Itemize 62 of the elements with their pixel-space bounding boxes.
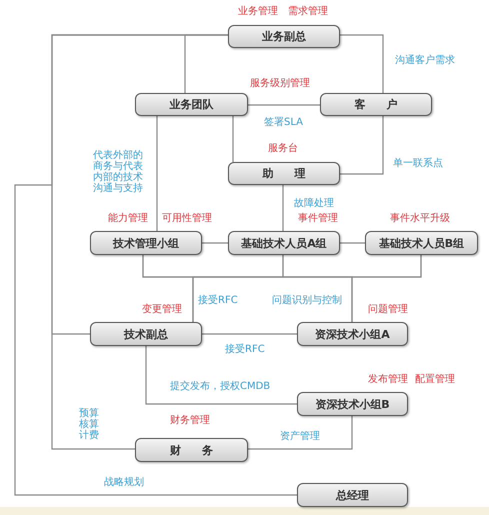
connector-line (145, 346, 297, 405)
role-box (90, 322, 202, 346)
role-title: 基础技术人员B组 (378, 238, 464, 248)
connector-line (202, 242, 228, 244)
edge-label: 接受RFC (225, 344, 265, 356)
role-title: 客 户 (354, 99, 398, 110)
role-box (228, 25, 340, 48)
role-box (365, 231, 478, 255)
edge-label: 故障处理 (294, 198, 334, 210)
role-box (297, 322, 408, 346)
role-title: 基础技术人员A组 (241, 238, 327, 248)
process-label: 服务级别管理 (250, 78, 310, 90)
role-box (297, 483, 408, 507)
role-title: 业务团队 (170, 99, 214, 110)
connector-line (340, 242, 365, 244)
connector-line (282, 185, 284, 231)
connector-line (340, 116, 384, 175)
role-box (135, 93, 248, 116)
role-title: 业务副总 (262, 31, 306, 42)
connector-line (14, 34, 297, 496)
process-label: 问题管理 (368, 304, 408, 316)
role-box (228, 162, 340, 185)
role-title: 财 务 (170, 444, 214, 456)
process-label: 可用性管理 (162, 213, 212, 225)
edge-label: 战略规划 (104, 477, 144, 489)
role-title: 技术管理小组 (113, 238, 179, 248)
edge-label: 签署SLA (264, 117, 303, 129)
connector-line (248, 104, 320, 106)
edge-label: 预算核算计费 (79, 408, 99, 441)
connector-line (248, 416, 353, 450)
connector-line (156, 116, 158, 231)
connector-line (202, 333, 297, 335)
role-box (135, 438, 248, 462)
edge-label: 单一联系点 (393, 158, 443, 170)
process-label: 事件管理 (298, 213, 338, 225)
connector-line (340, 34, 384, 93)
role-title: 资深技术小组B (315, 398, 390, 410)
process-label: 变更管理 (142, 304, 182, 316)
edge-label: 代表外部的商务与代表内部的技术沟通与支持 (93, 150, 143, 194)
role-box (297, 392, 408, 416)
process-label: 需求管理 (288, 6, 328, 18)
process-label: 财务管理 (170, 415, 210, 427)
edge-label: 沟通客户需求 (395, 55, 455, 67)
role-title: 资深技术小组A (315, 328, 390, 340)
process-label: 配置管理 (415, 374, 455, 386)
process-label: 发布管理 (368, 374, 408, 386)
edge-label: 接受RFC (198, 295, 238, 307)
process-label: 服务台 (268, 143, 298, 155)
role-title: 总经理 (336, 490, 369, 500)
role-box (320, 93, 432, 116)
role-title: 技术副总 (124, 328, 168, 340)
edge-label: 问题识别与控制 (272, 295, 342, 307)
edge-label: 资产管理 (280, 431, 320, 443)
process-label: 能力管理 (108, 213, 148, 225)
role-box (228, 231, 340, 255)
role-box (90, 231, 202, 255)
process-label: 事件水平升级 (390, 213, 450, 225)
connector-line (351, 255, 422, 322)
process-label: 业务管理 (238, 6, 278, 18)
role-title: 助 理 (262, 168, 306, 179)
edge-label: 提交发布，授权CMDB (170, 381, 270, 393)
connector-line (232, 116, 234, 162)
